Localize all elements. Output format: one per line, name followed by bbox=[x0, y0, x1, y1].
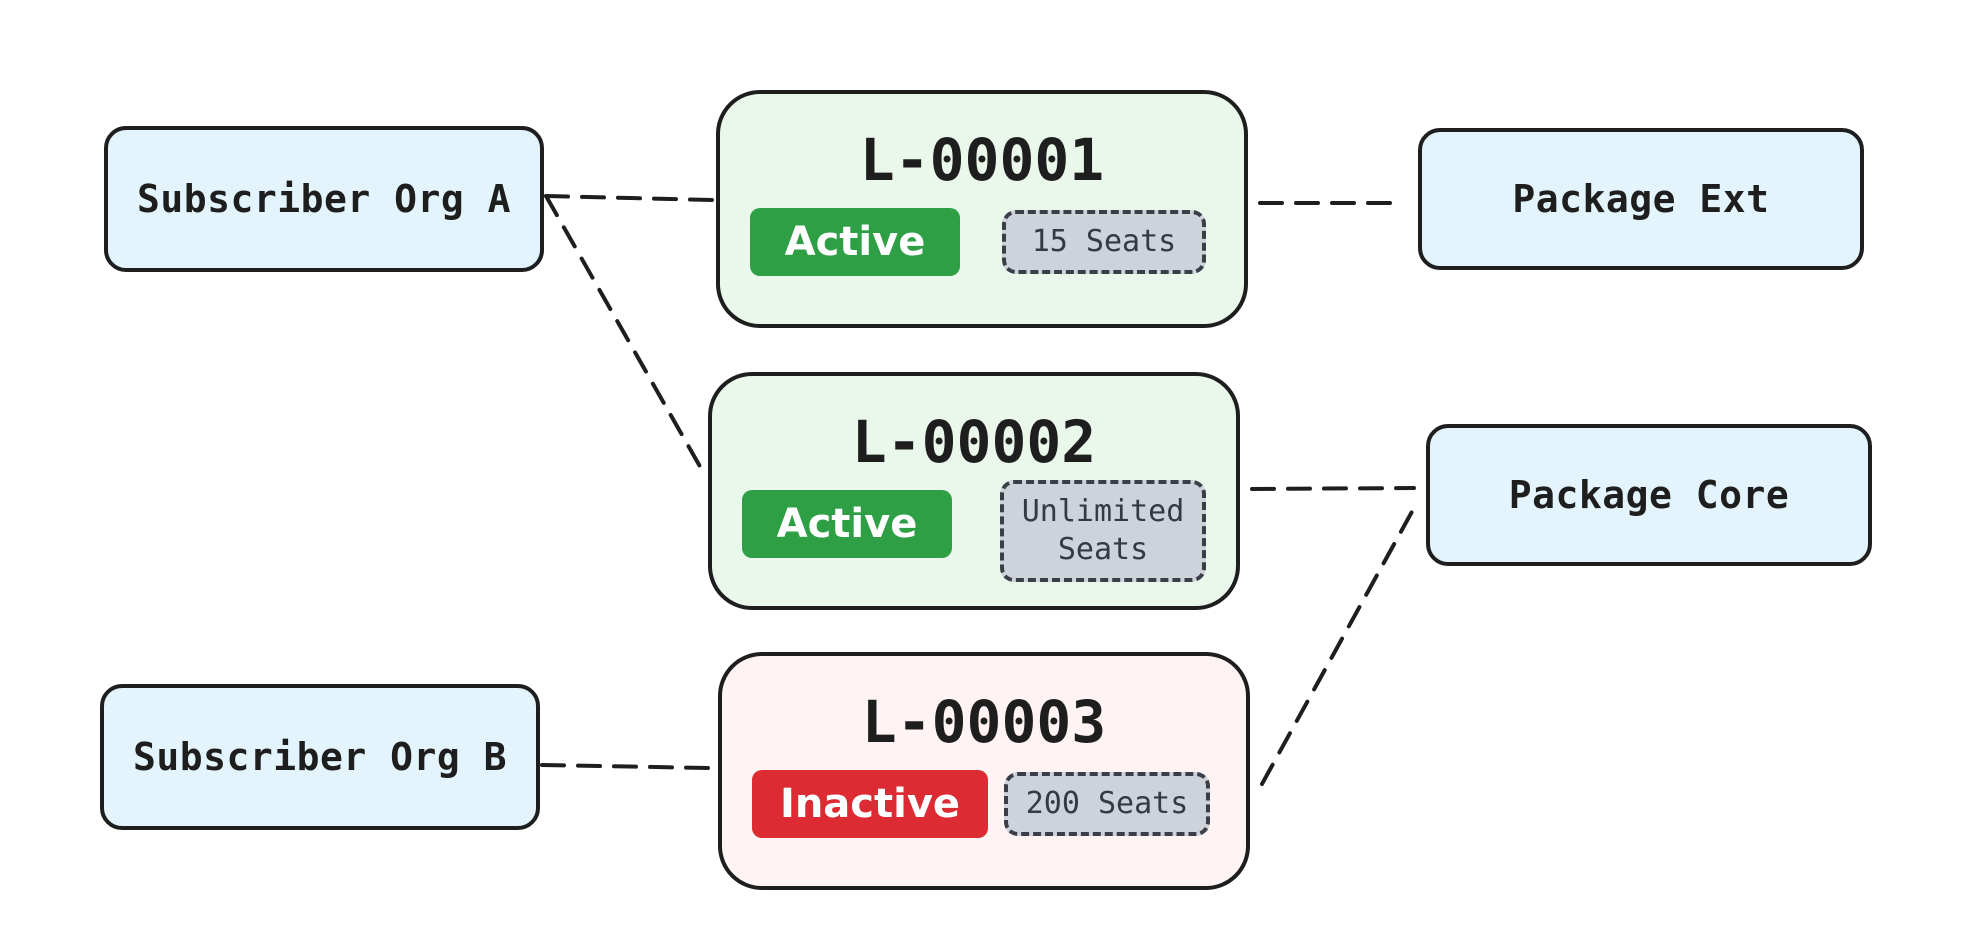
status-badge: Inactive bbox=[752, 770, 988, 838]
subscriber-org-b-label: Subscriber Org B bbox=[132, 735, 508, 779]
connector-l00002-to-package-core bbox=[1250, 486, 1416, 491]
seats-badge: 15 Seats bbox=[1002, 210, 1206, 274]
connector-org-a-to-l00001 bbox=[544, 194, 714, 202]
package-ext-label: Package Ext bbox=[1512, 177, 1770, 221]
package-ext[interactable]: Package Ext bbox=[1418, 128, 1864, 270]
license-id: L-00002 bbox=[851, 408, 1097, 476]
license-badges: Active 15 Seats bbox=[720, 208, 1244, 280]
connector-org-b-to-l00003 bbox=[540, 763, 712, 770]
seats-badge: 200 Seats bbox=[1004, 772, 1210, 836]
license-badges: Inactive 200 Seats bbox=[722, 770, 1246, 842]
subscriber-org-b[interactable]: Subscriber Org B bbox=[100, 684, 540, 830]
status-badge: Active bbox=[750, 208, 960, 276]
package-core-label: Package Core bbox=[1508, 473, 1790, 517]
license-id: L-00003 bbox=[861, 688, 1107, 756]
license-card-l00002[interactable]: L-00002 Active Unlimited Seats bbox=[708, 372, 1240, 610]
connector-org-a-to-l00002 bbox=[544, 194, 704, 472]
seats-badge: Unlimited Seats bbox=[1000, 480, 1206, 582]
license-badges: Active Unlimited Seats bbox=[712, 480, 1236, 582]
license-card-l00003[interactable]: L-00003 Inactive 200 Seats bbox=[718, 652, 1250, 890]
subscriber-org-a[interactable]: Subscriber Org A bbox=[104, 126, 544, 272]
subscriber-org-a-label: Subscriber Org A bbox=[136, 177, 512, 221]
license-card-l00001[interactable]: L-00001 Active 15 Seats bbox=[716, 90, 1248, 328]
package-core[interactable]: Package Core bbox=[1426, 424, 1872, 566]
status-badge: Active bbox=[742, 490, 952, 558]
license-id: L-00001 bbox=[859, 126, 1105, 194]
connector-l00003-to-package-core bbox=[1260, 506, 1416, 786]
